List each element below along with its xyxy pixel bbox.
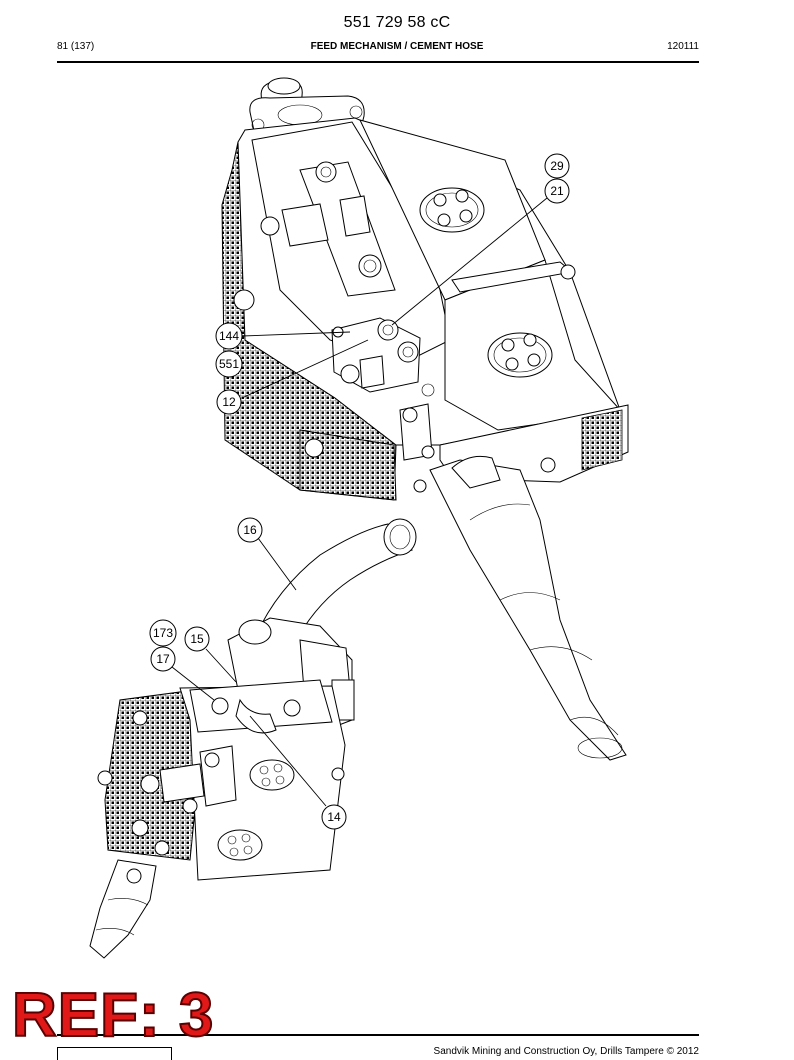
callout-14: 14 [321, 804, 347, 830]
svg-text:14: 14 [327, 810, 341, 824]
svg-text:29: 29 [550, 159, 564, 173]
callout-29: 29 [544, 153, 570, 179]
footer-copyright: Sandvik Mining and Construction Oy, Dril… [433, 1046, 699, 1057]
svg-text:144: 144 [219, 329, 239, 343]
callout-16: 16 [237, 517, 263, 543]
section-title: FEED MECHANISM / CEMENT HOSE [310, 41, 484, 52]
lower-feed-assembly [89, 617, 355, 959]
svg-text:21: 21 [550, 184, 564, 198]
svg-text:15: 15 [190, 632, 204, 646]
callout-21: 21 [544, 178, 570, 204]
document-number: 551 729 58 cC [343, 14, 451, 31]
page-number: 81 (137) [57, 41, 95, 52]
callout-12: 12 [216, 389, 242, 415]
callout-144: 144 [215, 322, 243, 350]
callout-17: 17 [150, 646, 176, 672]
footer-rule [57, 1034, 699, 1036]
date-code: 120111 [667, 41, 699, 52]
svg-text:551: 551 [219, 357, 239, 371]
svg-text:173: 173 [153, 626, 173, 640]
svg-text:17: 17 [156, 652, 170, 666]
header-rule [57, 61, 699, 63]
svg-text:12: 12 [222, 395, 236, 409]
svg-text:16: 16 [243, 523, 257, 537]
upper-feed-assembly [221, 77, 629, 761]
callout-173: 173 [149, 619, 177, 647]
callout-551: 551 [215, 350, 243, 378]
leader-lines [171, 197, 548, 807]
callout-15: 15 [184, 626, 210, 652]
ref-stamp: REF: 3 [11, 981, 215, 1050]
